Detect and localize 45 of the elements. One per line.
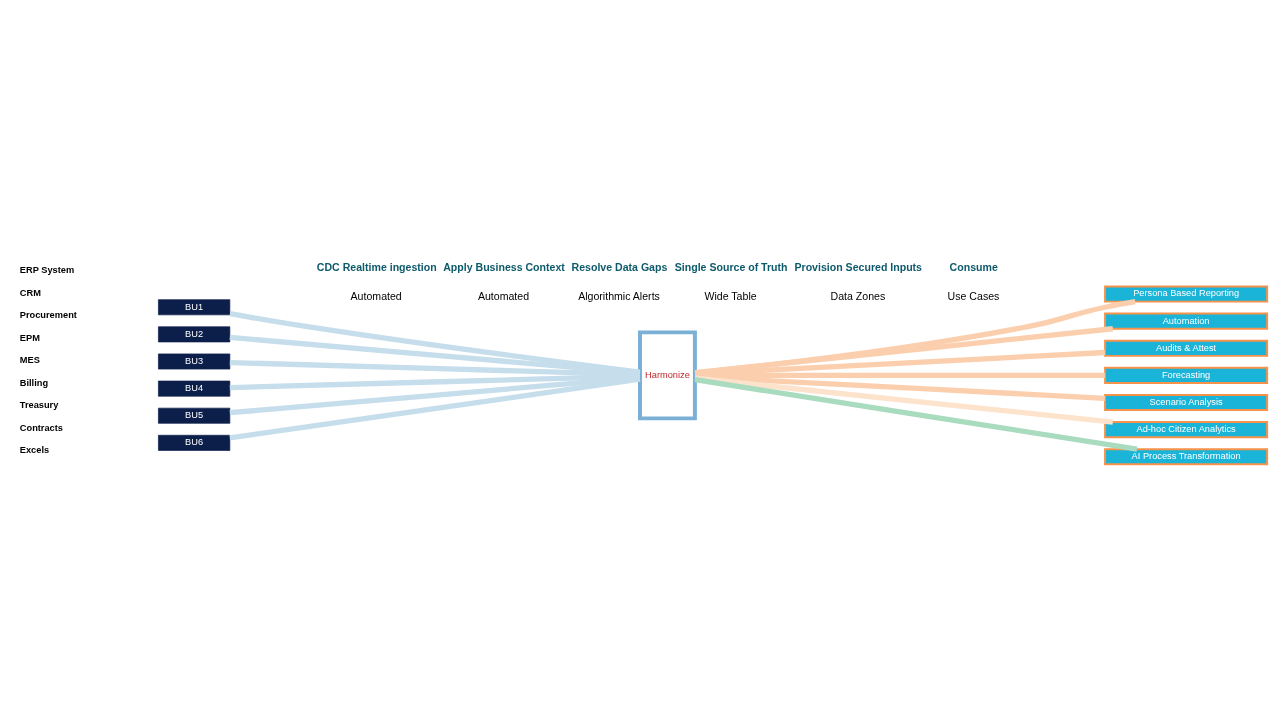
label: Algorithmic Alerts [578, 289, 660, 302]
label: Treasury [19, 399, 59, 410]
label: Use Cases [947, 289, 1000, 302]
label: Apply Business Context [443, 260, 565, 273]
node-box: Scenario Analysis [1104, 393, 1269, 411]
node-box: Persona Based Reporting [1104, 284, 1269, 303]
connector [694, 349, 1105, 377]
node-box: Automation [1104, 312, 1269, 330]
connector [694, 375, 1114, 425]
label: Procurement [19, 309, 77, 320]
node-box: BU2 [158, 325, 231, 342]
connector [229, 310, 641, 375]
connector [229, 334, 641, 376]
label: Wide Table [704, 289, 757, 302]
label: MES [19, 354, 40, 365]
node-box: AI Process Transformation [1104, 447, 1269, 465]
node-box: Audits & Attest [1104, 339, 1269, 357]
label: Resolve Data Gaps [571, 260, 668, 273]
label: CRM [19, 287, 41, 298]
connector [229, 374, 641, 415]
label: Consume [949, 260, 998, 273]
label: EPM [19, 332, 40, 343]
connector [229, 376, 641, 440]
node-box: Ad-hoc Citizen Analytics [1104, 420, 1269, 438]
label: Billing [19, 377, 49, 388]
label: Excels [19, 444, 50, 455]
connector [694, 298, 1136, 375]
connector [694, 373, 1106, 401]
label: Contracts [19, 422, 63, 433]
label: CDC Realtime ingestion [316, 260, 437, 273]
node-box: BU4 [158, 380, 231, 397]
node-box: BU1 [158, 298, 231, 315]
node-box: Harmonize [638, 329, 697, 420]
label: ERP System [19, 264, 75, 275]
label: Automated [350, 289, 402, 302]
node-box: BU5 [158, 407, 231, 424]
node-box: Forecasting [1104, 366, 1269, 384]
label: Single Source of Truth [674, 260, 788, 273]
node-box: BU6 [158, 434, 231, 451]
label: Provision Secured Inputs [794, 260, 923, 273]
connector [694, 376, 1138, 452]
node-box: BU3 [158, 353, 231, 369]
connector [694, 325, 1114, 375]
label: Automated [477, 289, 530, 302]
label: Data Zones [830, 289, 886, 302]
